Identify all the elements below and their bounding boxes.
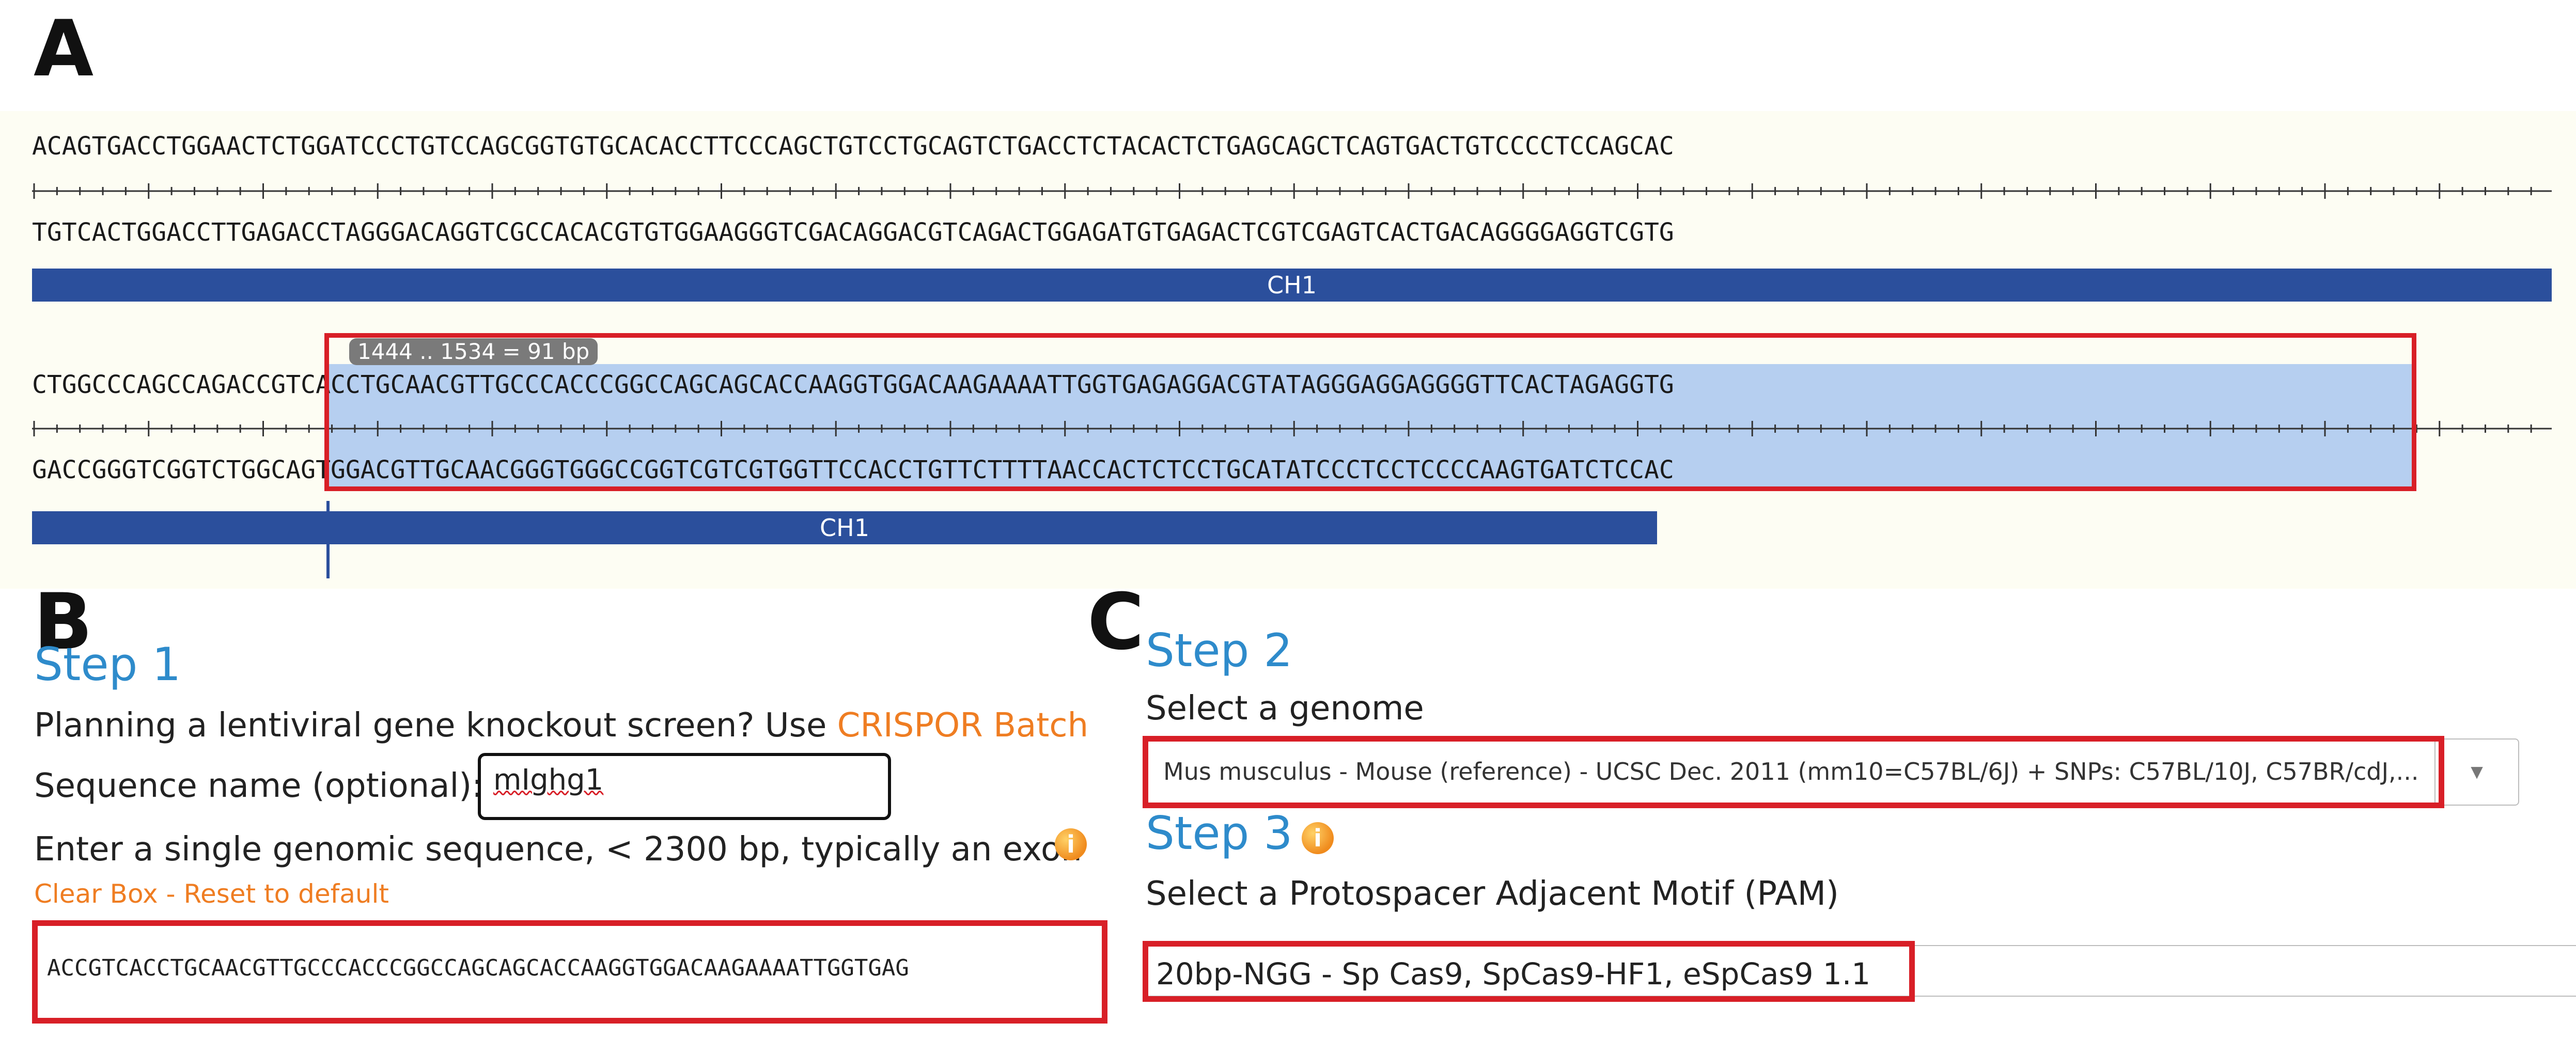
genome-select[interactable]: Mus musculus - Mouse (reference) - UCSC … bbox=[1143, 738, 2519, 806]
row2-ruler bbox=[32, 421, 2552, 436]
reset-default-link[interactable]: Reset to default bbox=[183, 879, 389, 909]
enter-sequence-instructions: Enter a single genomic sequence, < 2300 … bbox=[34, 830, 1082, 869]
sequence-map-panel[interactable]: ACAGTGACCTGGAACTCTGGATCCCTGTCCAGCGGTGTGC… bbox=[0, 111, 2576, 589]
panel-label-b: B bbox=[34, 577, 92, 667]
info-icon[interactable]: i bbox=[1302, 822, 1334, 854]
panel-label-c: C bbox=[1087, 577, 1144, 667]
sequence-name-value: mIghg1 bbox=[493, 763, 604, 797]
clear-box-link[interactable]: Clear Box bbox=[34, 879, 158, 909]
row2-top-strand[interactable]: CTGGCCCAGCCAGACCGTCACCTGCAACGTTGCCCACCCG… bbox=[32, 370, 1674, 399]
selection-highlight-box bbox=[324, 333, 2416, 491]
sequence-textarea[interactable]: ACCGTCACCTGCAACGTTGCCCACCCGGCCAGCAGCACCA… bbox=[47, 955, 909, 981]
crispor-batch-link[interactable]: CRISPOR Batch bbox=[837, 706, 1089, 745]
info-icon[interactable]: i bbox=[1055, 828, 1087, 860]
selection-range-badge: 1444 .. 1534 = 91 bp bbox=[349, 338, 598, 365]
step2-title: Step 2 bbox=[1146, 624, 1293, 677]
genome-select-value: Mus musculus - Mouse (reference) - UCSC … bbox=[1163, 758, 2419, 785]
row2-bottom-strand[interactable]: GACCGGGTCGGTCTGGCAGTGGACGTTGCAACGGGTGGGC… bbox=[32, 455, 1674, 484]
row1-top-strand[interactable]: ACAGTGACCTGGAACTCTGGATCCCTGTCCAGCGGTGTGC… bbox=[32, 132, 1674, 161]
step3-title: Step 3 bbox=[1146, 807, 1293, 860]
pam-select-value: 20bp-NGG - Sp Cas9, SpCas9-HF1, eSpCas9 … bbox=[1156, 956, 1871, 992]
select-pam-label: Select a Protospacer Adjacent Motif (PAM… bbox=[1146, 875, 1839, 913]
feature-bar-ch1[interactable]: CH1 bbox=[32, 269, 2552, 302]
pam-select-highlight bbox=[1143, 941, 1915, 1002]
planning-sentence: Planning a lentiviral gene knockout scre… bbox=[34, 706, 837, 745]
textarea-actions: Clear Box - Reset to default bbox=[34, 879, 389, 909]
planning-text: Planning a lentiviral gene knockout scre… bbox=[34, 706, 1088, 745]
sequence-textarea-highlight: ACCGTCACCTGCAACGTTGCCCACCCGGCCAGCAGCACCA… bbox=[32, 920, 1107, 1024]
seqname-label: Sequence name (optional): bbox=[34, 767, 483, 805]
chevron-down-icon[interactable]: ▼ bbox=[2434, 740, 2518, 805]
step1-title: Step 1 bbox=[34, 638, 181, 691]
select-genome-label: Select a genome bbox=[1146, 689, 1424, 728]
panel-label-a: A bbox=[34, 4, 93, 94]
link-separator: - bbox=[158, 879, 184, 909]
row1-ruler bbox=[32, 183, 2552, 199]
cursor-line[interactable] bbox=[326, 501, 330, 578]
row1-bottom-strand[interactable]: TGTCACTGGACCTTGAGACCTAGGGACAGGTCGCCACACG… bbox=[32, 218, 1674, 247]
genome-select-highlight bbox=[1143, 736, 2444, 808]
feature-bar-ch1-row2[interactable]: CH1 bbox=[32, 511, 1657, 544]
sequence-name-input[interactable]: mIghg1 bbox=[478, 753, 891, 820]
